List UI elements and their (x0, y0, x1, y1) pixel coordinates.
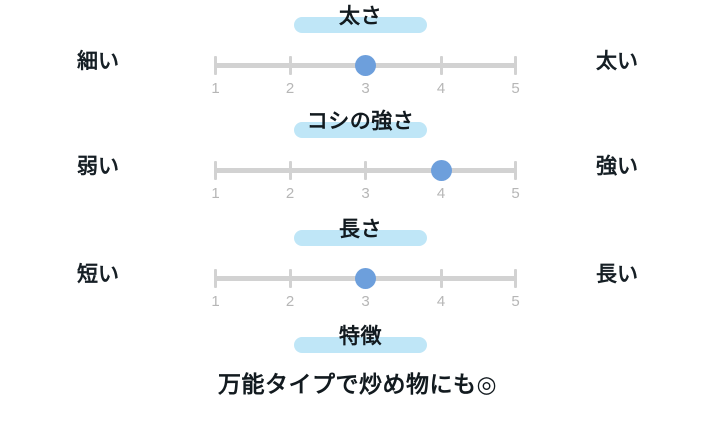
scale-left-label: 短い (77, 263, 119, 286)
slider-knob[interactable] (430, 160, 452, 181)
scale-tick-label-2: 2 (285, 185, 295, 202)
scale-tick-2 (288, 269, 292, 288)
scale-tick-1 (214, 161, 217, 180)
scale-tick-4 (439, 269, 443, 288)
scale-left-label: 弱い (77, 155, 119, 178)
heading-marker-highlight (294, 17, 427, 33)
attribute-scale-firmness: 弱い 強い 1 2 3 4 5 (0, 143, 715, 205)
scale-tick-label-1: 1 (211, 293, 220, 310)
scale-left-label: 細い (77, 50, 119, 73)
feature-heading-label: 特徴 (339, 325, 382, 348)
attribute-heading-label: 太さ (339, 5, 382, 28)
scale-tick-label-5: 5 (511, 293, 520, 310)
scale-tick-5 (514, 161, 517, 180)
scale-tick-3 (364, 161, 367, 180)
scale-right-label: 太い (596, 50, 638, 73)
heading-marker-highlight (294, 337, 427, 353)
attribute-row-firmness: コシの強さ 弱い 強い 1 2 3 4 5 (0, 105, 715, 215)
scale-tick-label-2: 2 (285, 80, 295, 97)
feature-description: 万能タイプで炒め物にも◎ (217, 371, 498, 397)
heading-marker-highlight (294, 122, 427, 138)
attribute-scale-thickness: 細い 太い 1 2 3 4 5 (0, 38, 715, 100)
slider-track-area[interactable]: 1 2 3 4 5 (211, 143, 520, 205)
scale-tick-label-1: 1 (211, 185, 220, 202)
attribute-scale-length: 短い 長い 1 2 3 4 5 (0, 251, 715, 313)
slider-knob[interactable] (355, 268, 376, 289)
attribute-row-thickness: 太さ 細い 太い 1 2 3 4 5 (0, 0, 715, 110)
scale-tick-label-4: 4 (436, 80, 446, 97)
feature-section: 特徴 万能タイプで炒め物にも◎ (0, 320, 715, 437)
attribute-heading-thickness: 太さ (0, 2, 715, 38)
scale-tick-5 (514, 56, 517, 75)
scale-right-label: 強い (596, 155, 638, 178)
slider-track-area[interactable]: 1 2 3 4 5 (211, 251, 520, 313)
scale-tick-label-2: 2 (285, 293, 295, 310)
attribute-row-length: 長さ 短い 長い 1 2 3 4 5 (0, 213, 715, 323)
scale-tick-label-5: 5 (511, 185, 520, 202)
scale-tick-label-1: 1 (211, 80, 220, 97)
slider-knob[interactable] (355, 55, 376, 76)
attribute-heading-label: コシの強さ (306, 110, 415, 133)
feature-heading: 特徴 (0, 322, 715, 358)
scale-tick-label-3: 3 (361, 293, 370, 310)
attribute-heading-firmness: コシの強さ (0, 107, 715, 143)
scale-tick-5 (514, 269, 517, 288)
scale-tick-label-4: 4 (436, 293, 446, 310)
scale-tick-2 (288, 56, 292, 75)
scale-tick-label-3: 3 (361, 80, 370, 97)
scale-tick-2 (288, 161, 292, 180)
scale-tick-4 (439, 56, 443, 75)
scale-tick-label-5: 5 (511, 80, 520, 97)
scale-tick-label-3: 3 (361, 185, 370, 202)
scale-tick-1 (214, 269, 217, 288)
attribute-heading-length: 長さ (0, 215, 715, 251)
scale-tick-1 (214, 56, 217, 75)
attribute-heading-label: 長さ (339, 218, 382, 241)
scale-tick-label-4: 4 (436, 185, 446, 202)
scale-right-label: 長い (596, 263, 638, 286)
heading-marker-highlight (294, 230, 427, 246)
slider-track-area[interactable]: 1 2 3 4 5 (211, 38, 520, 100)
